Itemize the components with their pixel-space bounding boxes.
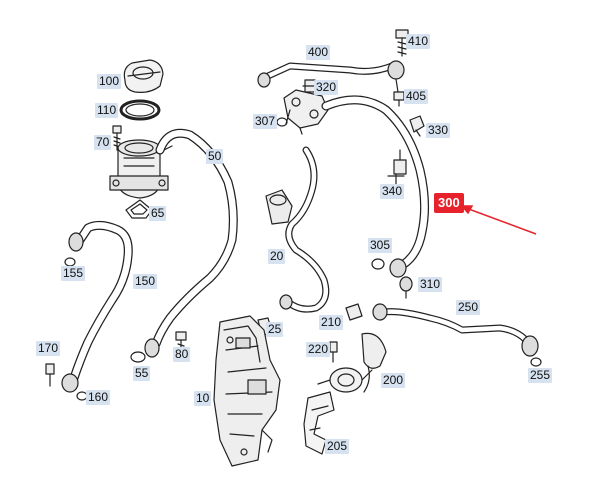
callout-100: 100 (97, 74, 122, 89)
callout-170: 170 (36, 341, 61, 356)
part-ring-110 (119, 99, 161, 121)
callout-330: 330 (426, 123, 451, 138)
callout-10: 10 (194, 391, 212, 406)
callout-210: 210 (319, 315, 344, 330)
callout-340: 340 (380, 184, 405, 199)
part-hose-50 (144, 128, 238, 358)
callout-410: 410 (406, 34, 431, 49)
part-fitting-310 (399, 276, 413, 299)
part-module-10 (213, 315, 281, 467)
part-sensor-340 (387, 149, 407, 185)
callout-200: 200 (381, 373, 406, 388)
part-pump-200 (317, 332, 387, 393)
callout-65: 65 (149, 206, 167, 221)
part-fitting-210 (345, 303, 363, 321)
part-pipe-400 (257, 60, 405, 93)
part-cap-100 (123, 59, 164, 93)
part-oring-155 (64, 257, 76, 267)
part-oring-55 (130, 351, 146, 363)
callout-205: 205 (325, 439, 350, 454)
part-bolt-70 (112, 125, 122, 151)
callout-160: 160 (86, 390, 111, 405)
callout-110: 110 (95, 103, 119, 118)
callout-150: 150 (133, 274, 158, 289)
callout-310: 310 (418, 277, 443, 292)
part-clip-330 (409, 115, 425, 137)
highlight-arrow (460, 205, 537, 235)
callout-155: 155 (61, 266, 86, 281)
callout-400: 400 (306, 45, 331, 60)
callout-70: 70 (94, 135, 112, 150)
callout-307: 307 (253, 114, 278, 129)
part-fitting-220 (329, 341, 338, 363)
part-hose-20 (265, 146, 330, 313)
part-hose-300 (321, 95, 430, 278)
callout-320: 320 (314, 80, 339, 95)
callout-220: 220 (306, 342, 331, 357)
callout-300-highlighted: 300 (434, 193, 464, 213)
part-hose-150 (61, 220, 133, 393)
part-clip-405 (393, 91, 405, 107)
part-manifold (283, 89, 329, 135)
part-oring-255 (530, 357, 542, 367)
callout-55: 55 (133, 366, 151, 381)
part-clip-170 (45, 363, 55, 387)
callout-20: 20 (268, 249, 286, 264)
part-pipe-250 (372, 303, 539, 357)
callout-305: 305 (368, 238, 393, 253)
callout-250: 250 (456, 300, 481, 315)
callout-50: 50 (206, 149, 224, 164)
part-oring-305 (371, 258, 385, 270)
callout-405: 405 (404, 89, 429, 104)
callout-25: 25 (266, 322, 284, 337)
callout-80: 80 (173, 347, 191, 362)
part-oring-307 (276, 117, 288, 127)
part-bracket-205 (303, 391, 335, 455)
callout-255: 255 (528, 368, 553, 383)
